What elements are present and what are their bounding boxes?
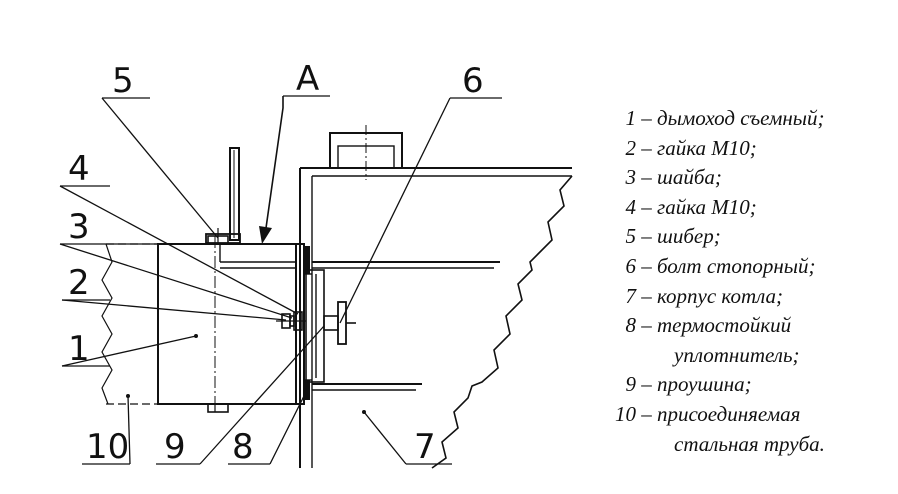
legend-item-3: 3 – шайба; [625,165,722,190]
legend-item-2: 2 – гайка М10; [625,135,757,160]
callout-3: 3 [68,207,90,247]
callout-8: 8 [232,427,254,467]
bolt-bottom [207,403,229,413]
legend-item-5: 5 – шибер; [625,224,721,249]
lug-and-locking-bolt [305,269,356,383]
legend-item-7: 7 – корпус котла; [625,283,784,308]
flange-with-seal [295,243,312,405]
nut-washer-assembly [276,311,306,331]
callout-4: 4 [68,149,90,189]
bolt-top [207,235,229,245]
callout-a: A [296,59,319,99]
callout-9: 9 [164,427,186,467]
legend-item-4: 4 – гайка М10; [625,194,757,219]
removable-chimney [157,236,297,412]
callout-2: 2 [68,263,90,303]
callout-5: 5 [112,61,134,101]
legend-item-1: 1 – дымоход съемный; [625,106,825,130]
view-arrow-a [259,96,284,244]
leader-lines [59,95,502,465]
legend-item-9: 9 – проушина; [625,372,752,397]
legend-item-6: 6 – болт стопорный; [625,253,816,278]
parts-legend: 1 – дымоход съемный; 2 – гайка М10; 3 – … [604,104,894,459]
connected-pipe [101,243,158,405]
damper [205,147,241,244]
boiler-body [299,167,573,469]
callout-1: 1 [68,329,90,369]
top-boss [329,125,403,180]
callout-6: 6 [462,61,484,101]
callout-10: 10 [86,427,129,467]
callout-7: 7 [414,427,436,467]
leader-dots [126,334,366,414]
